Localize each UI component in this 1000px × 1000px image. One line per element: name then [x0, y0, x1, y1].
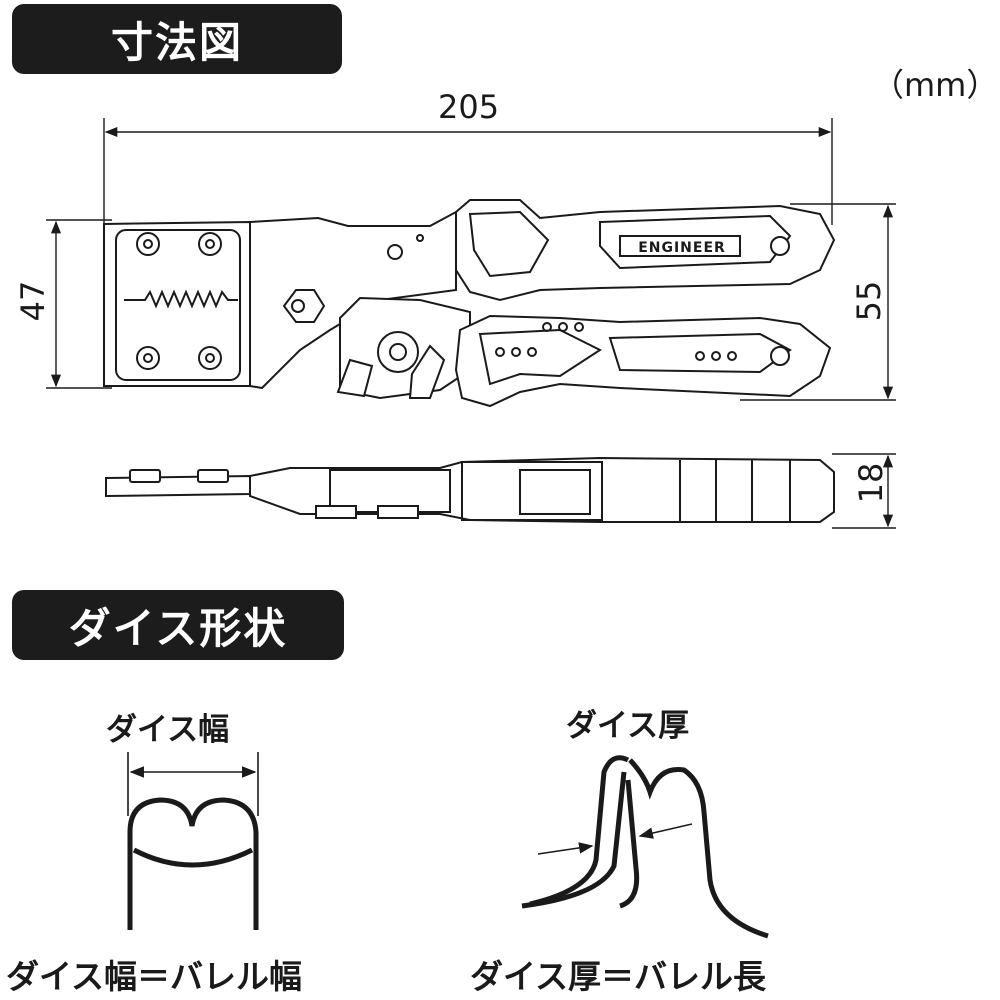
die-thickness-caption: ダイス厚＝バレル長 — [470, 957, 767, 996]
crimper-top-view — [105, 456, 835, 523]
handle-height-dimension-line — [740, 203, 896, 401]
head-height-dimension-line — [46, 219, 112, 389]
length-dimension-line — [103, 118, 833, 236]
crimper-front-view — [103, 199, 836, 408]
screw-icon — [136, 232, 222, 370]
brand-label: ENGINEER — [638, 240, 726, 256]
unit-label: （mm） — [872, 66, 999, 104]
die-thickness-label: ダイス厚 — [566, 708, 690, 744]
length-dimension-value: 205 — [438, 88, 500, 126]
die-width-caption: ダイス幅＝バレル幅 — [6, 957, 303, 996]
die-thickness-arrows — [537, 823, 693, 855]
die-thickness-diagram — [521, 755, 769, 939]
die-width-label: ダイス幅 — [106, 712, 230, 748]
die-shape-section-title: ダイス形状 — [12, 590, 344, 660]
dimensions-section-title: 寸法図 — [12, 4, 342, 74]
thickness-dimension-line — [832, 453, 896, 529]
die-width-diagram — [127, 752, 259, 930]
